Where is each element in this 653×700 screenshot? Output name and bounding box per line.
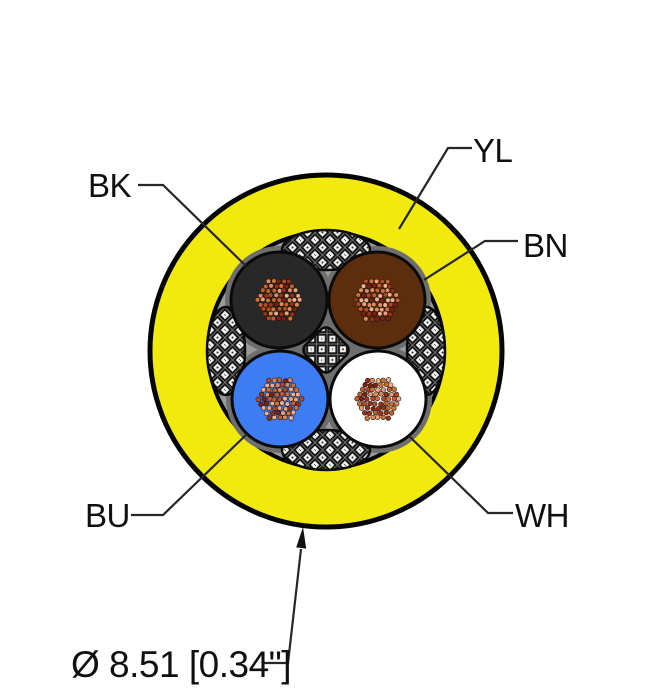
label-conductor-blue: BU — [85, 497, 130, 534]
label-jacket-yellow: YL — [473, 132, 513, 169]
copper-strands-black — [254, 278, 303, 322]
leader-line-bn — [423, 239, 518, 281]
label-conductor-brown: BN — [523, 227, 568, 264]
copper-strands-brown — [353, 278, 401, 322]
copper-strands-blue — [255, 377, 305, 421]
leader-line-bu — [131, 433, 248, 517]
label-conductor-white: WH — [515, 497, 569, 534]
leader-line-yl — [398, 146, 472, 230]
dimension-leader-line — [263, 548, 303, 665]
leader-line-wh — [408, 435, 513, 515]
leader-line-bk — [138, 183, 247, 267]
label-conductor-black: BK — [88, 167, 132, 204]
copper-strands-white — [354, 377, 402, 421]
braid-filler-left — [205, 305, 247, 397]
dimension-arrowhead — [296, 527, 307, 549]
dimension-label: Ø 8.51 [0.34"] — [71, 644, 291, 685]
